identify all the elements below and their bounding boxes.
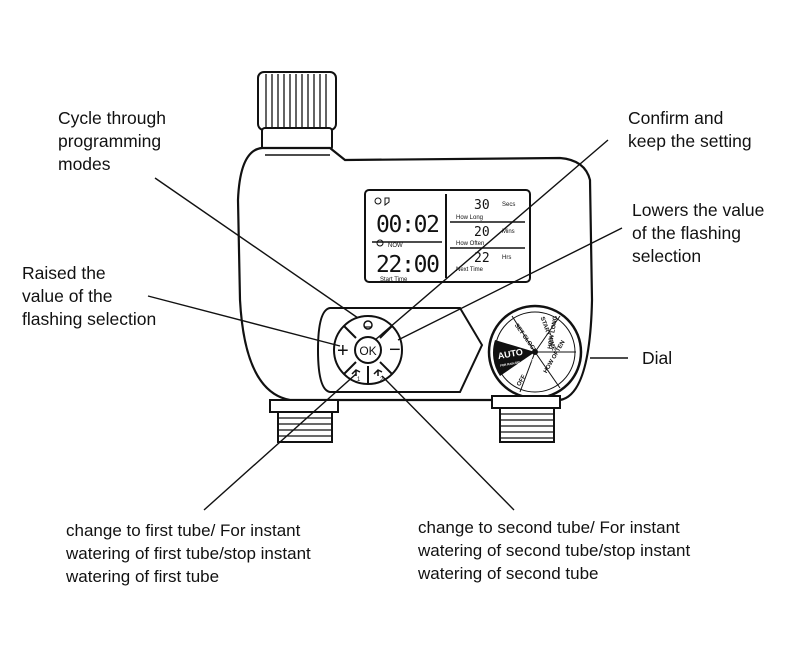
lcd-current-time: 00:02 xyxy=(376,212,440,238)
leader-lines xyxy=(147,139,628,511)
leader-cycle-modes xyxy=(154,177,359,319)
svg-text:1: 1 xyxy=(357,377,361,383)
outlet-right xyxy=(491,395,561,443)
tap-connector xyxy=(257,71,337,151)
program-dial[interactable] xyxy=(487,304,583,400)
lcd-how-long-value: 30 xyxy=(474,198,490,213)
lcd-how-long-unit: Secs xyxy=(502,202,515,208)
leader-confirm xyxy=(374,139,609,341)
callout-second-tube: change to second tube/ For instant water… xyxy=(418,518,691,583)
callout-first-tube: change to first tube/ For instant wateri… xyxy=(66,521,311,586)
leader-first-tube xyxy=(203,373,357,511)
ok-button[interactable] xyxy=(354,336,382,364)
dial-auto-label: AUTO xyxy=(497,347,524,361)
first-tube-button[interactable]: 1 xyxy=(351,369,361,383)
lcd-how-long-label: How Long xyxy=(456,215,483,221)
minus-button[interactable]: − xyxy=(389,339,401,361)
ok-label: OK xyxy=(359,344,376,358)
svg-text:2: 2 xyxy=(380,377,384,383)
dial-off-label: OFF xyxy=(516,374,527,388)
callout-lowers: Lowers the value of the flashing selecti… xyxy=(632,200,765,266)
dial-auto-segment xyxy=(493,340,535,376)
plus-button[interactable]: + xyxy=(337,340,349,362)
leader-second-tube xyxy=(381,375,515,511)
mode-button[interactable] xyxy=(350,318,386,334)
lcd-how-often-unit: Mins xyxy=(502,229,515,235)
tap-icon xyxy=(373,369,383,376)
second-tube-button[interactable]: 2 xyxy=(373,369,384,383)
tap-icon xyxy=(351,369,361,376)
mode-icon xyxy=(363,320,373,330)
lcd-next-time-unit: Hrs xyxy=(502,255,511,261)
lcd-screen xyxy=(364,189,531,283)
lcd-text: 00:02 NOW 22:00 Start Time 30 Secs How L… xyxy=(376,198,515,283)
outlet-left xyxy=(269,399,339,443)
lcd-next-time-value: 22 xyxy=(474,251,490,266)
callout-dial: Dial xyxy=(642,348,673,368)
leader-lowers xyxy=(397,227,623,341)
lcd-next-time-label: Next Time xyxy=(456,267,484,273)
leader-raised xyxy=(147,295,341,347)
lcd-how-often-value: 20 xyxy=(474,225,490,240)
callout-confirm: Confirm and keep the setting xyxy=(628,108,752,151)
lcd-now-label: NOW xyxy=(388,243,403,249)
dial-auto-sub-label: FOR RAIN DELAY PRESS xyxy=(500,357,536,367)
dial-how-long-label: HOW LONG xyxy=(547,315,559,350)
callout-cycle-modes: Cycle through programming modes xyxy=(58,108,166,174)
callout-raised: Raised the value of the flashing selecti… xyxy=(22,263,157,329)
lcd-start-time: 22:00 xyxy=(376,252,440,278)
lcd-how-often-label: How Often xyxy=(456,241,484,247)
lcd-start-time-label: Start Time xyxy=(380,277,408,283)
